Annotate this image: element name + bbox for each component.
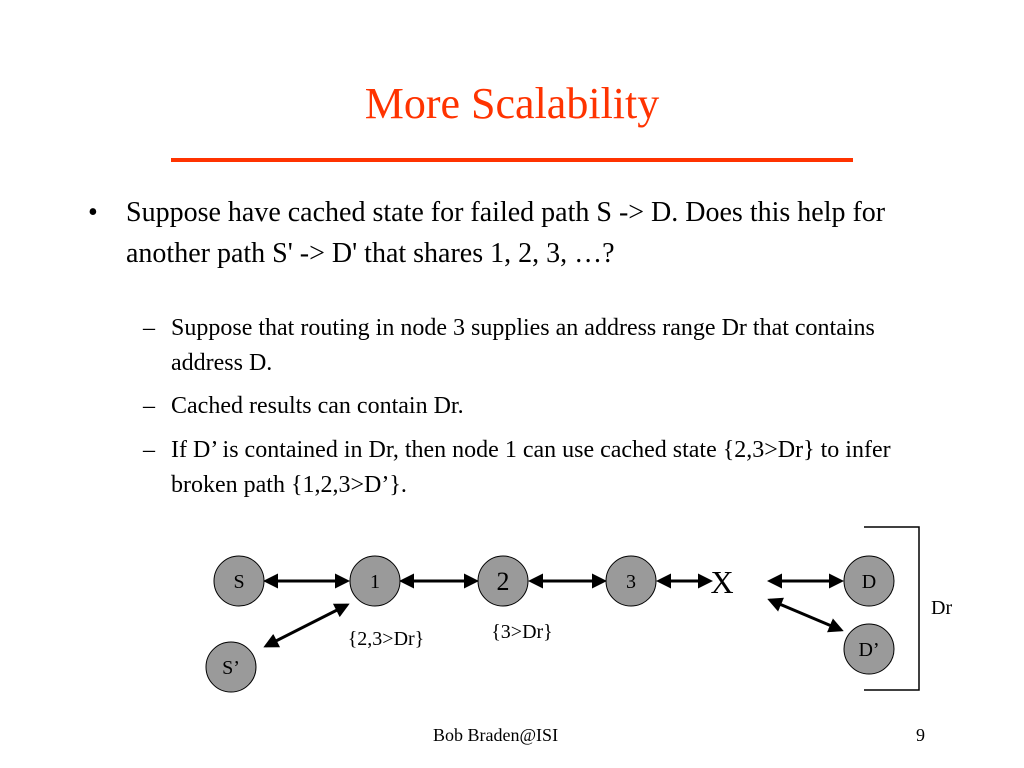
node-d: D — [843, 555, 895, 607]
node-3-label: 3 — [626, 571, 636, 593]
node-2: 2 — [477, 555, 529, 607]
main-bullet: Suppose have cached state for failed pat… — [126, 197, 886, 269]
slide-title: More Scalability — [364, 79, 660, 128]
node-1-label: 1 — [370, 571, 380, 593]
node-dprime: D’ — [843, 623, 895, 675]
node-sprime-label: S’ — [222, 657, 240, 679]
sub-bullet-2: Cached results can contain Dr. — [171, 393, 464, 419]
cache-label-2: {3>Dr} — [491, 621, 553, 643]
node-2-label: 2 — [497, 567, 510, 596]
sub-bullet-marker: – — [143, 437, 155, 463]
page-number: 9 — [916, 725, 925, 745]
bullet-marker: • — [88, 197, 98, 228]
node-s-label: S — [233, 571, 244, 593]
title-underline — [171, 158, 853, 162]
node-d-label: D — [862, 571, 876, 593]
sub-bullet-marker: – — [143, 315, 155, 341]
node-sprime: S’ — [205, 641, 257, 693]
address-range-bracket — [864, 526, 920, 691]
node-s: S — [213, 555, 265, 607]
sub-bullet-marker: – — [143, 393, 155, 419]
cache-label-1: {2,3>Dr} — [348, 628, 425, 650]
range-label: Dr — [931, 597, 952, 619]
edge-x-dprime — [767, 597, 844, 633]
footer-author: Bob Braden@ISI — [433, 725, 559, 745]
sub-bullet-1: Suppose that routing in node 3 supplies … — [171, 315, 875, 376]
node-dprime-label: D’ — [858, 639, 879, 661]
edge-sprime-1 — [263, 603, 350, 648]
node-3: 3 — [605, 555, 657, 607]
broken-link-mark: X — [710, 564, 733, 600]
sub-bullet-3: If D’ is contained in Dr, then node 1 ca… — [171, 437, 891, 498]
node-1: 1 — [349, 555, 401, 607]
